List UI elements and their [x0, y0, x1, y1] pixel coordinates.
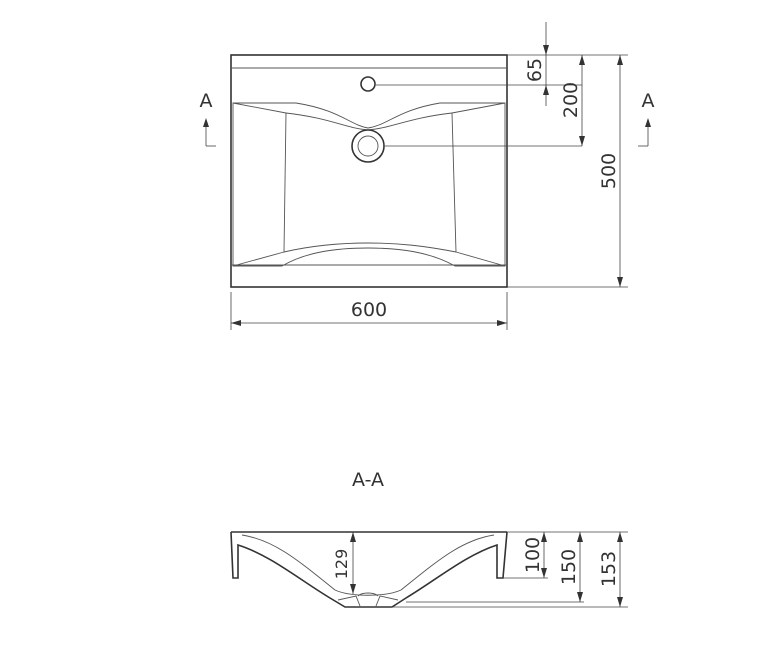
- dimension-200: 200: [560, 55, 585, 146]
- bevel-line: [451, 102, 506, 114]
- dim-label-153: 153: [598, 551, 620, 587]
- drain-cap: [357, 592, 379, 597]
- bevel-line: [232, 251, 285, 267]
- drain-outer: [351, 129, 385, 163]
- dimension-500: 500: [598, 55, 623, 287]
- top-view: 65 200 500 600 A: [200, 22, 655, 330]
- section-inner-profile: [241, 534, 495, 596]
- tap-hole: [360, 76, 376, 92]
- dim-label-150: 150: [558, 549, 580, 585]
- dim-label-100: 100: [522, 537, 544, 573]
- dimension-150: 150: [558, 532, 583, 602]
- section-outer-profile: [230, 531, 508, 608]
- basin-outline: [230, 54, 508, 288]
- dim-label-200: 200: [560, 82, 582, 118]
- dimension-600: 600: [231, 299, 507, 326]
- section-title: A-A: [352, 469, 384, 491]
- bevel-line: [455, 251, 506, 267]
- dim-label-65: 65: [524, 58, 546, 82]
- dim-label-129: 129: [332, 549, 351, 580]
- dimension-65: 65: [524, 22, 549, 106]
- section-marker-right: A: [638, 90, 655, 147]
- section-letter-right: A: [642, 90, 655, 112]
- drain-inner: [357, 135, 379, 157]
- dim-label-500: 500: [598, 153, 620, 189]
- drain-detail: [337, 595, 399, 607]
- section-view: A-A 129 100: [230, 469, 628, 608]
- section-letter-left: A: [200, 90, 213, 112]
- dimension-129: 129: [332, 532, 356, 594]
- dimension-100: 100: [522, 532, 547, 578]
- bowl-inner-contour: [283, 112, 457, 253]
- section-marker-left: A: [200, 90, 216, 147]
- bevel-line: [232, 102, 287, 114]
- dimension-153: 153: [598, 532, 623, 607]
- dim-label-600: 600: [351, 299, 387, 321]
- bowl-outer-contour: [232, 102, 506, 267]
